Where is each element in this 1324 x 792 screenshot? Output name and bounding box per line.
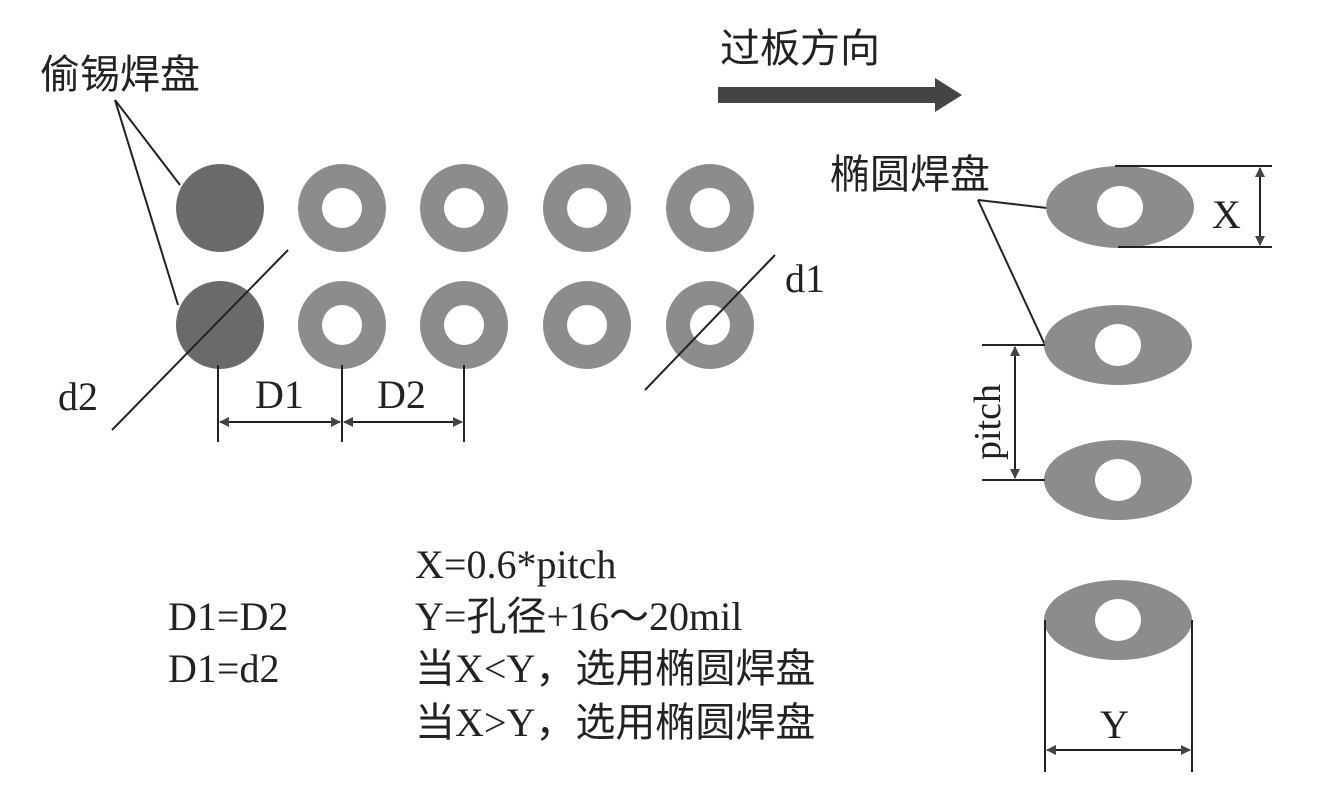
X-label: X bbox=[1212, 192, 1241, 237]
oval-pad-label: 椭圆焊盘 bbox=[830, 152, 990, 198]
pitch-dimension bbox=[982, 344, 1045, 481]
rule-x-less-than-y: 当X<Y，选用椭圆焊盘 bbox=[415, 646, 815, 691]
d1-eq-small-d2: D1=d2 bbox=[168, 646, 279, 691]
pitch-label: pitch bbox=[967, 384, 1009, 460]
d2-line bbox=[111, 249, 289, 431]
x-formula: X=0.6*pitch bbox=[415, 542, 616, 587]
board-direction-arrow bbox=[718, 78, 962, 112]
d1-label: d1 bbox=[785, 256, 825, 301]
X-dimension bbox=[1115, 165, 1272, 248]
Y-dimension bbox=[1044, 620, 1193, 772]
d1-eq-d2: D1=D2 bbox=[168, 594, 288, 639]
formula-block: X=0.6*pitch D1=D2 Y=孔径+16～20mil D1=d2 当X… bbox=[168, 542, 815, 745]
d1-line bbox=[644, 254, 776, 391]
thief-pad bbox=[176, 164, 264, 252]
D1-D2-dimension bbox=[217, 365, 465, 442]
Y-label: Y bbox=[1100, 702, 1129, 747]
D2-label: D2 bbox=[377, 372, 426, 417]
oval-pads bbox=[1044, 166, 1194, 660]
thief-pad-label: 偷锡焊盘 bbox=[40, 52, 200, 98]
thief-pad-row-2 bbox=[176, 281, 754, 369]
thief-pad bbox=[176, 281, 264, 369]
thief-pad-row-1 bbox=[176, 164, 754, 252]
rule-x-greater-than-y: 当X>Y，选用椭圆焊盘 bbox=[415, 700, 815, 745]
D1-label: D1 bbox=[255, 372, 304, 417]
d2-label: d2 bbox=[58, 374, 98, 419]
board-direction-label: 过板方向 bbox=[720, 26, 880, 72]
y-formula: Y=孔径+16～20mil bbox=[415, 594, 742, 639]
oval-pad-leader-lines bbox=[977, 199, 1048, 346]
thief-pad-leader-lines bbox=[114, 99, 181, 306]
